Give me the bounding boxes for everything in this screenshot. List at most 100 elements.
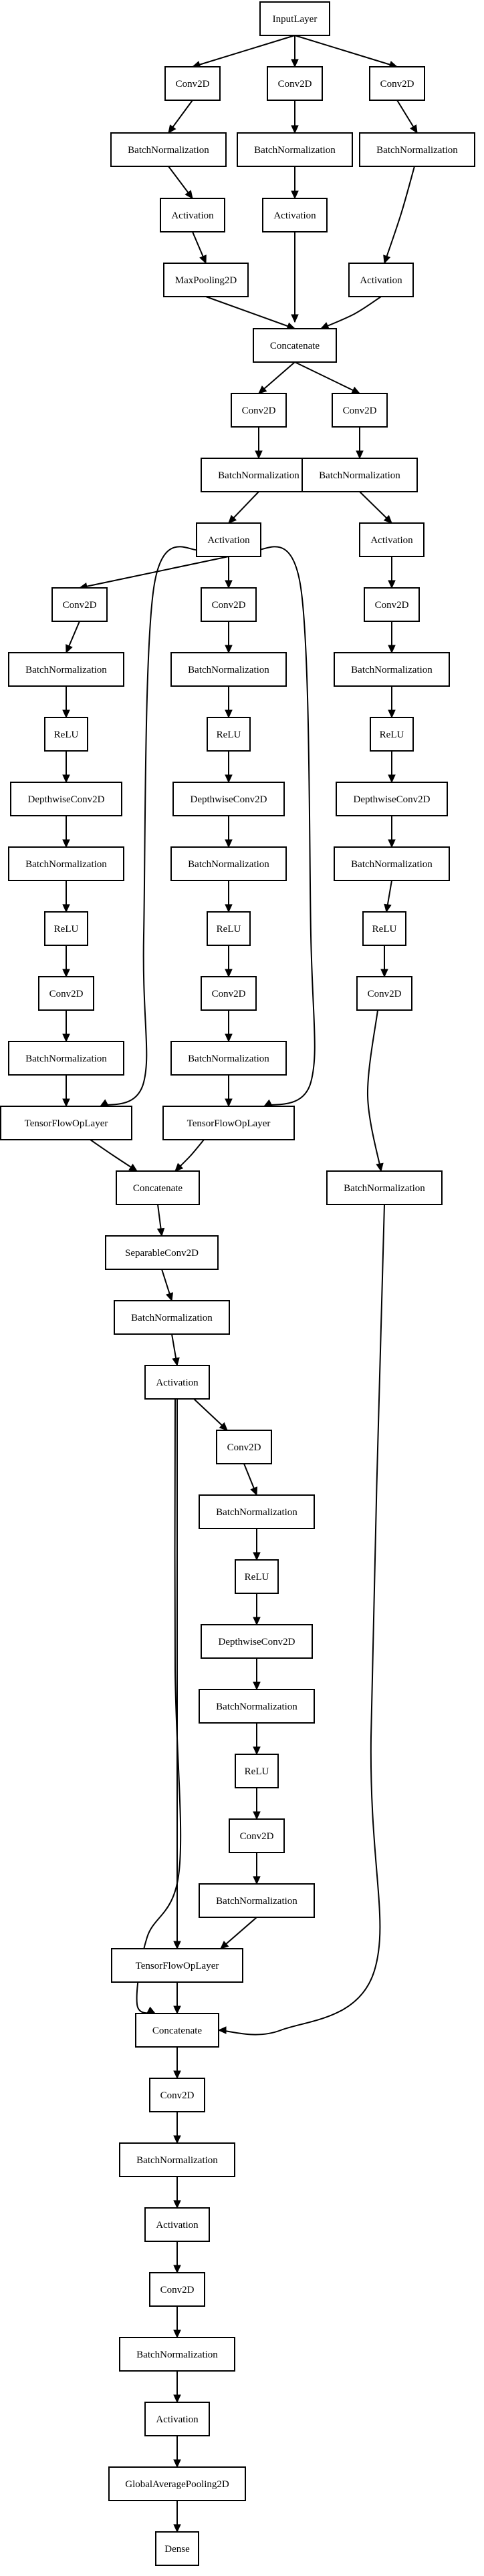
arrowhead — [128, 1163, 138, 1172]
layer-label: BatchNormalization — [136, 2155, 218, 2166]
edge-line — [220, 1917, 257, 1949]
edge-f_bn2-to-f_act2 — [173, 2371, 181, 2404]
layer-node-m_relu2: ReLU — [207, 911, 251, 946]
layer-node-concat1: Concatenate — [253, 328, 337, 363]
layer-box — [38, 976, 94, 1011]
edge-act_d-to-l_tf — [99, 546, 201, 1107]
layer-label: Conv2D — [242, 406, 276, 416]
layer-box — [235, 1559, 279, 1594]
edge-bn_e-to-act_e — [359, 491, 392, 524]
arrowhead — [291, 190, 299, 200]
arrowhead — [356, 450, 364, 460]
edge-maxpool-to-concat1 — [205, 296, 296, 330]
layer-label: Conv2D — [212, 989, 246, 999]
layer-label: TensorFlowOpLayer — [187, 1118, 271, 1129]
layer-box — [170, 1041, 287, 1076]
layer-label: GlobalAveragePooling2D — [125, 2479, 229, 2490]
layer-node-m_bn1: BatchNormalization — [170, 652, 287, 687]
layer-node-act_a: Activation — [160, 198, 225, 232]
layer-box — [229, 1818, 285, 1853]
edge-c2d_e-to-bn_e — [356, 427, 364, 460]
edge-act_f-to-concat3 — [136, 1398, 182, 2014]
layer-box — [149, 2272, 205, 2307]
layer-node-b_relu2: ReLU — [235, 1754, 279, 1788]
layer-box — [160, 198, 225, 232]
layer-node-l_c2d1: Conv2D — [51, 587, 108, 622]
layer-box — [332, 393, 388, 428]
edge-line — [218, 1204, 385, 2036]
layer-box — [163, 263, 249, 297]
layer-node-bn_d: BatchNormalization — [201, 458, 317, 492]
layer-label: BatchNormalization — [25, 859, 107, 870]
layer-label: DepthwiseConv2D — [28, 794, 105, 805]
edge-bn_f-to-act_f — [171, 1333, 180, 1367]
layer-box — [362, 911, 406, 946]
arrowhead — [168, 124, 176, 134]
layer-box — [348, 263, 414, 297]
layer-node-r_dw: DepthwiseConv2D — [336, 782, 448, 816]
edge-f_act2-to-gap — [173, 2436, 181, 2468]
arrowhead — [253, 1617, 261, 1626]
layer-label: Concatenate — [133, 1183, 183, 1194]
layer-label: BatchNormalization — [216, 1896, 297, 1907]
edge-c2d_c-to-bn_c — [396, 100, 418, 134]
edge-l_tf-to-concat2 — [90, 1139, 138, 1172]
edge-line — [384, 166, 415, 264]
arrowhead — [174, 1162, 184, 1172]
layer-label: BatchNormalization — [131, 1313, 213, 1323]
layer-box — [108, 2466, 246, 2501]
layer-box — [369, 66, 425, 101]
layer-node-r_bn2: BatchNormalization — [334, 846, 450, 881]
edge-bn_d-to-act_d — [228, 491, 259, 524]
arrowhead — [220, 1941, 229, 1949]
layer-label: BatchNormalization — [254, 145, 336, 156]
layer-box — [8, 1041, 124, 1076]
layer-node-c2d_d: Conv2D — [231, 393, 287, 428]
layer-node-l_tf: TensorFlowOpLayer — [0, 1106, 132, 1140]
edge-c2d_b-to-bn_b — [291, 100, 299, 134]
edge-r_dw-to-r_bn2 — [388, 816, 396, 848]
layer-box — [259, 1, 330, 36]
layer-node-bn_b: BatchNormalization — [237, 132, 353, 167]
layer-label: BatchNormalization — [376, 145, 458, 156]
arrowhead — [225, 969, 233, 978]
arrowhead — [173, 2394, 181, 2404]
layer-node-l_c2d2: Conv2D — [38, 976, 94, 1011]
edge-b_dw-to-b_bn2 — [253, 1658, 261, 1691]
edge-bn_b-to-act_b — [291, 166, 299, 200]
edge-bn_a-to-act_a — [168, 166, 193, 199]
layer-box — [253, 328, 337, 363]
edge-c2d_a-to-bn_a — [168, 100, 193, 134]
layer-node-r_bn3: BatchNormalization — [326, 1170, 443, 1205]
arrowhead — [166, 1292, 174, 1302]
edge-bn_c-to-act_c — [383, 166, 415, 265]
edge-line — [205, 296, 295, 329]
layer-label: BatchNormalization — [351, 665, 433, 675]
edge-b_relu1-to-b_dw — [253, 1593, 261, 1626]
layer-label: ReLU — [380, 730, 404, 740]
layer-box — [359, 132, 475, 167]
layer-node-concat3: Concatenate — [135, 2013, 219, 2048]
layer-label: BatchNormalization — [351, 859, 433, 870]
layer-box — [359, 522, 425, 557]
layer-box — [201, 587, 257, 622]
arrowhead — [380, 969, 388, 978]
edge-l_bn2-to-l_relu2 — [62, 880, 70, 913]
layer-label: ReLU — [245, 1766, 269, 1777]
layer-label: MaxPooling2D — [175, 275, 237, 286]
arrowhead — [263, 1099, 273, 1107]
layer-box — [199, 1883, 315, 1918]
layer-node-b_relu1: ReLU — [235, 1559, 279, 1594]
arrowhead — [258, 385, 267, 394]
layer-label: Activation — [156, 2220, 199, 2231]
layer-label: BatchNormalization — [216, 1702, 297, 1712]
edge-gap-to-dense — [173, 2501, 181, 2533]
arrowhead — [388, 774, 396, 784]
layer-box — [170, 652, 287, 687]
arrowhead — [291, 59, 299, 68]
arrowhead — [225, 904, 233, 913]
layer-node-c2d_b: Conv2D — [267, 66, 323, 101]
edge-b_c2d1-to-b_bn1 — [243, 1463, 258, 1496]
layer-label: BatchNormalization — [216, 1507, 297, 1518]
layer-label: DepthwiseConv2D — [354, 794, 431, 805]
